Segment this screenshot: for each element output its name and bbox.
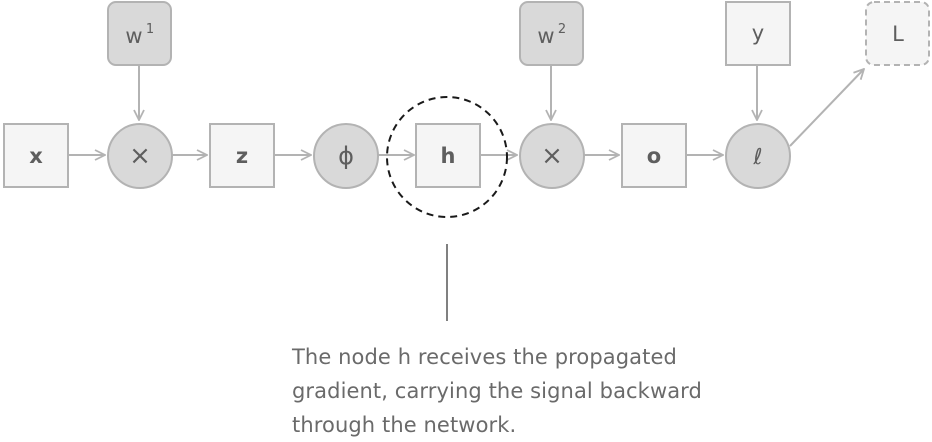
node-loss: ℓ bbox=[725, 123, 791, 189]
node-mul1: × bbox=[107, 123, 173, 189]
node-w1-label: w bbox=[125, 24, 142, 48]
node-phi: ϕ bbox=[313, 123, 379, 189]
caption: The node h receives the propagated gradi… bbox=[292, 340, 752, 442]
node-y-label: y bbox=[752, 21, 764, 45]
node-L: L bbox=[865, 1, 930, 66]
multiply-icon: × bbox=[541, 141, 563, 171]
node-z: z bbox=[209, 123, 275, 188]
node-w2-label: w bbox=[537, 24, 554, 48]
node-h: h bbox=[415, 123, 481, 188]
loss-icon: ℓ bbox=[752, 145, 762, 170]
node-x: x bbox=[3, 123, 69, 188]
node-w2-superscript: 2 bbox=[558, 22, 566, 37]
phi-icon: ϕ bbox=[338, 142, 354, 170]
node-mul2: × bbox=[519, 123, 585, 189]
edges bbox=[68, 66, 864, 155]
highlight-circle bbox=[386, 96, 508, 218]
node-w1: w 1 bbox=[107, 1, 172, 66]
node-x-label: x bbox=[29, 144, 43, 168]
node-L-label: L bbox=[892, 22, 904, 46]
edge-loss-L bbox=[789, 69, 864, 147]
node-z-label: z bbox=[236, 144, 248, 168]
node-o-label: o bbox=[647, 144, 661, 168]
node-o: o bbox=[621, 123, 687, 188]
node-y: y bbox=[725, 1, 791, 66]
caption-line: through the network. bbox=[292, 413, 517, 437]
node-w1-superscript: 1 bbox=[146, 22, 154, 37]
multiply-icon: × bbox=[129, 141, 151, 171]
caption-line: The node h receives the propagated bbox=[292, 345, 677, 369]
node-h-label: h bbox=[441, 144, 456, 168]
caption-line: gradient, carrying the signal backward bbox=[292, 379, 702, 403]
node-w2: w 2 bbox=[519, 1, 584, 66]
